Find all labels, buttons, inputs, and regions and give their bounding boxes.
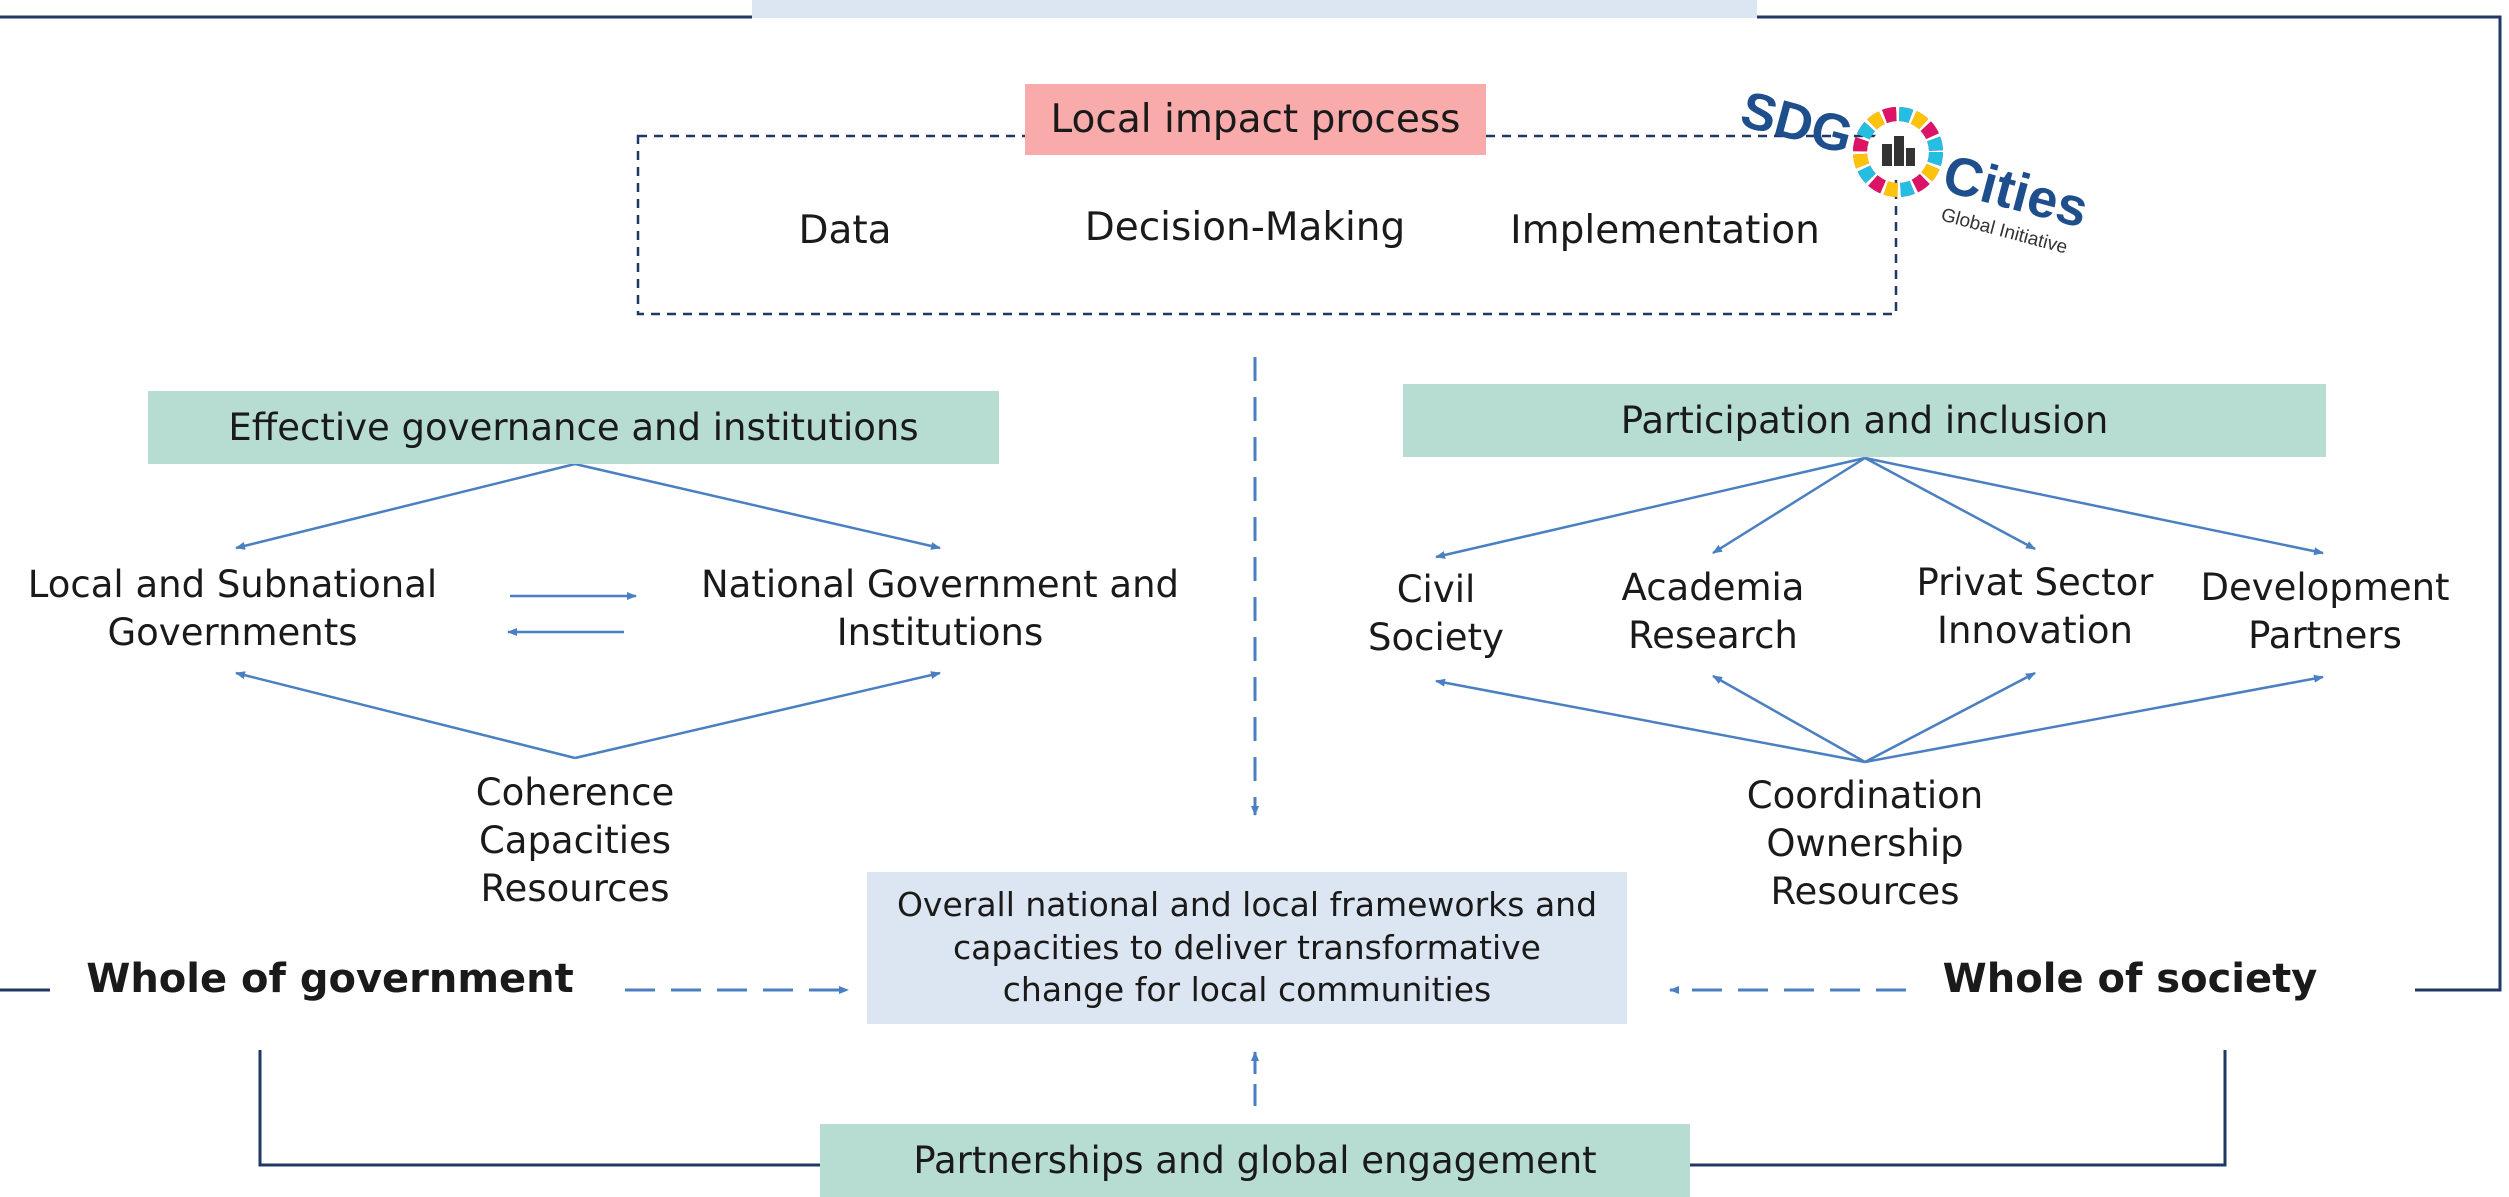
center-outcome-box: Overall national and local frameworks an… xyxy=(867,872,1627,1024)
enabler-coherence: Coherence xyxy=(475,771,675,814)
participation-arrow xyxy=(1864,456,2324,556)
participation-header: Participation and inclusion xyxy=(1403,384,2326,457)
local-subnational-line2: Governments xyxy=(107,611,358,655)
governance-header: Effective governance and institutions xyxy=(148,391,999,464)
step-implementation: Implementation xyxy=(1510,208,1820,253)
sdg-cities-logo: SDG Cities Global Initiative xyxy=(1735,81,2090,259)
bottom-bracket-line xyxy=(258,1050,820,1167)
actor-civil-society: Civil Society xyxy=(1336,566,1536,662)
outer-frame-line xyxy=(1757,15,2502,992)
participation-arrow xyxy=(1435,456,1866,559)
process-title: Local impact process xyxy=(1025,84,1486,155)
participation-arrow xyxy=(1435,678,1866,764)
enabler-coordination: Coordination xyxy=(1746,774,1984,817)
national-government-line2: Institutions xyxy=(836,611,1044,655)
national-government-line1: National Government and xyxy=(700,563,1180,606)
actor-development-line1: Development xyxy=(2200,566,2450,609)
participation-arrow xyxy=(1864,674,2324,764)
participation-enablers: Coordination Ownership Resources xyxy=(1700,772,2030,916)
bottom-bracket-line xyxy=(1690,1050,2227,1167)
gov-arrow xyxy=(574,462,941,550)
national-government-node: National Government and Institutions xyxy=(680,561,1200,657)
gov-arrow xyxy=(235,671,576,760)
enabler-resources-2: Resources xyxy=(1770,870,1960,914)
gov-arrow xyxy=(574,671,941,760)
actor-privat-line2: Innovation xyxy=(1937,609,2133,653)
whole-of-society-label: Whole of society xyxy=(1942,956,2318,1002)
step-decision-making: Decision-Making xyxy=(1084,205,1406,250)
partnerships-box: Partnerships and global engagement xyxy=(820,1124,1690,1197)
enabler-capacities: Capacities xyxy=(478,819,672,863)
actor-academia-research: Academia Research xyxy=(1583,564,1843,660)
logo-sdg-text: SDG xyxy=(1735,81,1859,166)
center-line2: capacities to deliver transformative xyxy=(953,927,1541,967)
participation-arrow xyxy=(1712,674,1866,764)
governance-enablers: Coherence Capacities Resources xyxy=(425,769,725,913)
actor-academia-line2: Research xyxy=(1628,614,1798,658)
gov-arrow xyxy=(235,462,576,550)
enabler-resources: Resources xyxy=(480,867,670,911)
local-subnational-node: Local and Subnational Governments xyxy=(0,561,465,657)
actor-civil-line1: Civil xyxy=(1396,568,1476,611)
participation-arrow xyxy=(1864,671,2036,764)
center-line1: Overall national and local frameworks an… xyxy=(896,884,1598,924)
participation-arrow xyxy=(1712,456,1866,555)
sdg-wheel-icon xyxy=(1853,107,1943,197)
top-strip xyxy=(752,0,1757,18)
actor-civil-line2: Society xyxy=(1368,616,1504,660)
actor-development-partners: Development Partners xyxy=(2185,564,2465,660)
actor-privat-line1: Privat Sector xyxy=(1916,561,2154,604)
participation-arrow xyxy=(1864,456,2036,551)
actor-academia-line1: Academia xyxy=(1621,566,1805,609)
enabler-ownership: Ownership xyxy=(1766,822,1964,866)
step-data: Data xyxy=(798,208,892,253)
local-subnational-line1: Local and Subnational xyxy=(27,563,438,606)
whole-of-government-label: Whole of government xyxy=(86,956,574,1002)
center-line3: change for local communities xyxy=(1002,970,1492,1010)
actor-privat-sector: Privat Sector Innovation xyxy=(1890,559,2180,655)
actor-development-line2: Partners xyxy=(2248,614,2402,658)
